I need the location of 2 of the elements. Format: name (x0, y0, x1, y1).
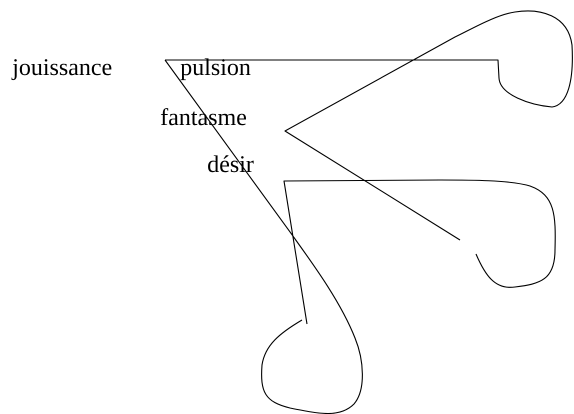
text-label: jouissance (12, 59, 112, 80)
text-label: pulsion (180, 58, 251, 80)
